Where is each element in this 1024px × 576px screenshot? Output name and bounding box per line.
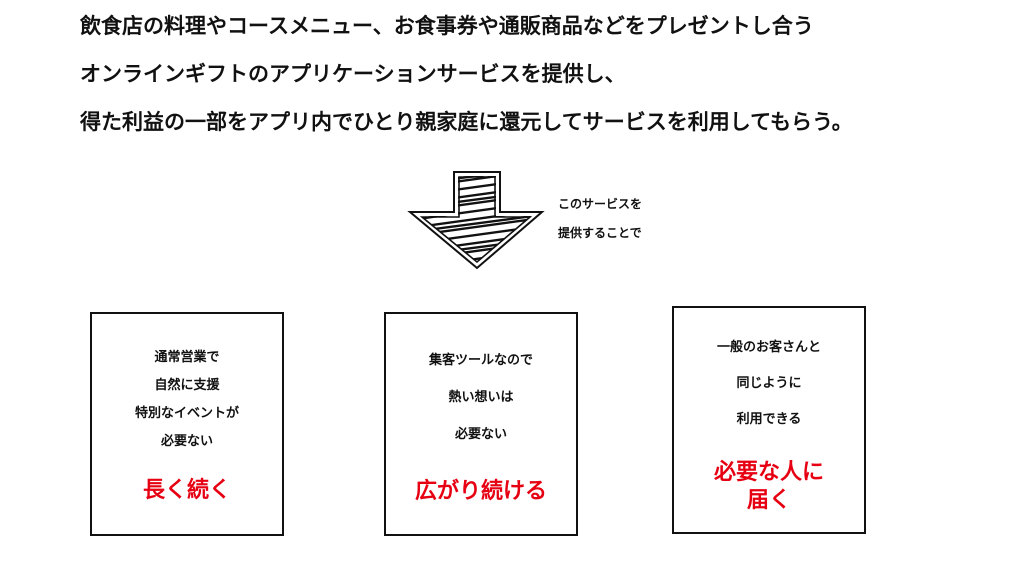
benefit-card-long-lasting: 通常営業で 自然に支援 特別なイベントが 必要ない 長く続く [90,312,284,536]
intro-line-2: オンラインギフトのアプリケーションサービスを提供し、 [80,62,626,86]
card-description: 集客ツールなので 熱い想いは 必要ない [386,342,576,453]
arrow-caption-line-1: このサービスを [558,197,643,211]
card-description: 一般のお客さんと 同じように 利用できる [674,330,864,438]
card-line: 同じように [736,376,802,391]
intro-line-1: 飲食店の料理やコースメニュー、お食事券や通販商品などをプレゼントし合う [80,14,814,38]
card-description: 通常営業で 自然に支援 特別なイベントが 必要ない [92,344,282,456]
intro-line-3: 得た利益の一部をアプリ内でひとり親家庭に還元してサービスを利用してもらう。 [80,110,853,134]
benefit-card-reaches-those-in-need: 一般のお客さんと 同じように 利用できる 必要な人に 届く [672,306,866,534]
card-line: 熱い想いは [448,390,514,405]
card-result: 必要な人に 届く [674,459,864,515]
card-line: 必要ない [160,434,213,449]
card-result: 長く続く [92,475,282,507]
card-result-line: 広がり続ける [414,479,547,504]
arrow-caption: このサービスを 提供することで [558,190,668,248]
down-arrow-icon [398,168,553,274]
benefit-card-keeps-spreading: 集客ツールなので 熱い想いは 必要ない 広がり続ける [384,312,578,536]
card-result-line: 届く [746,488,791,513]
arrow-caption-line-2: 提供することで [558,226,642,240]
card-line: 必要ない [454,427,507,442]
card-line: 自然に支援 [154,378,220,393]
card-line: 利用できる [736,412,802,427]
card-result-line: 長く続く [142,478,231,503]
card-line: 特別なイベントが [134,406,239,421]
card-line: 一般のお客さんと [716,340,821,355]
card-line: 通常営業で [154,350,220,365]
card-result-line: 必要な人に [713,460,824,485]
card-line: 集客ツールなので [428,353,533,368]
intro-text: 飲食店の料理やコースメニュー、お食事券や通販商品などをプレゼントし合う オンライ… [80,14,980,158]
card-result: 広がり続ける [386,476,576,508]
